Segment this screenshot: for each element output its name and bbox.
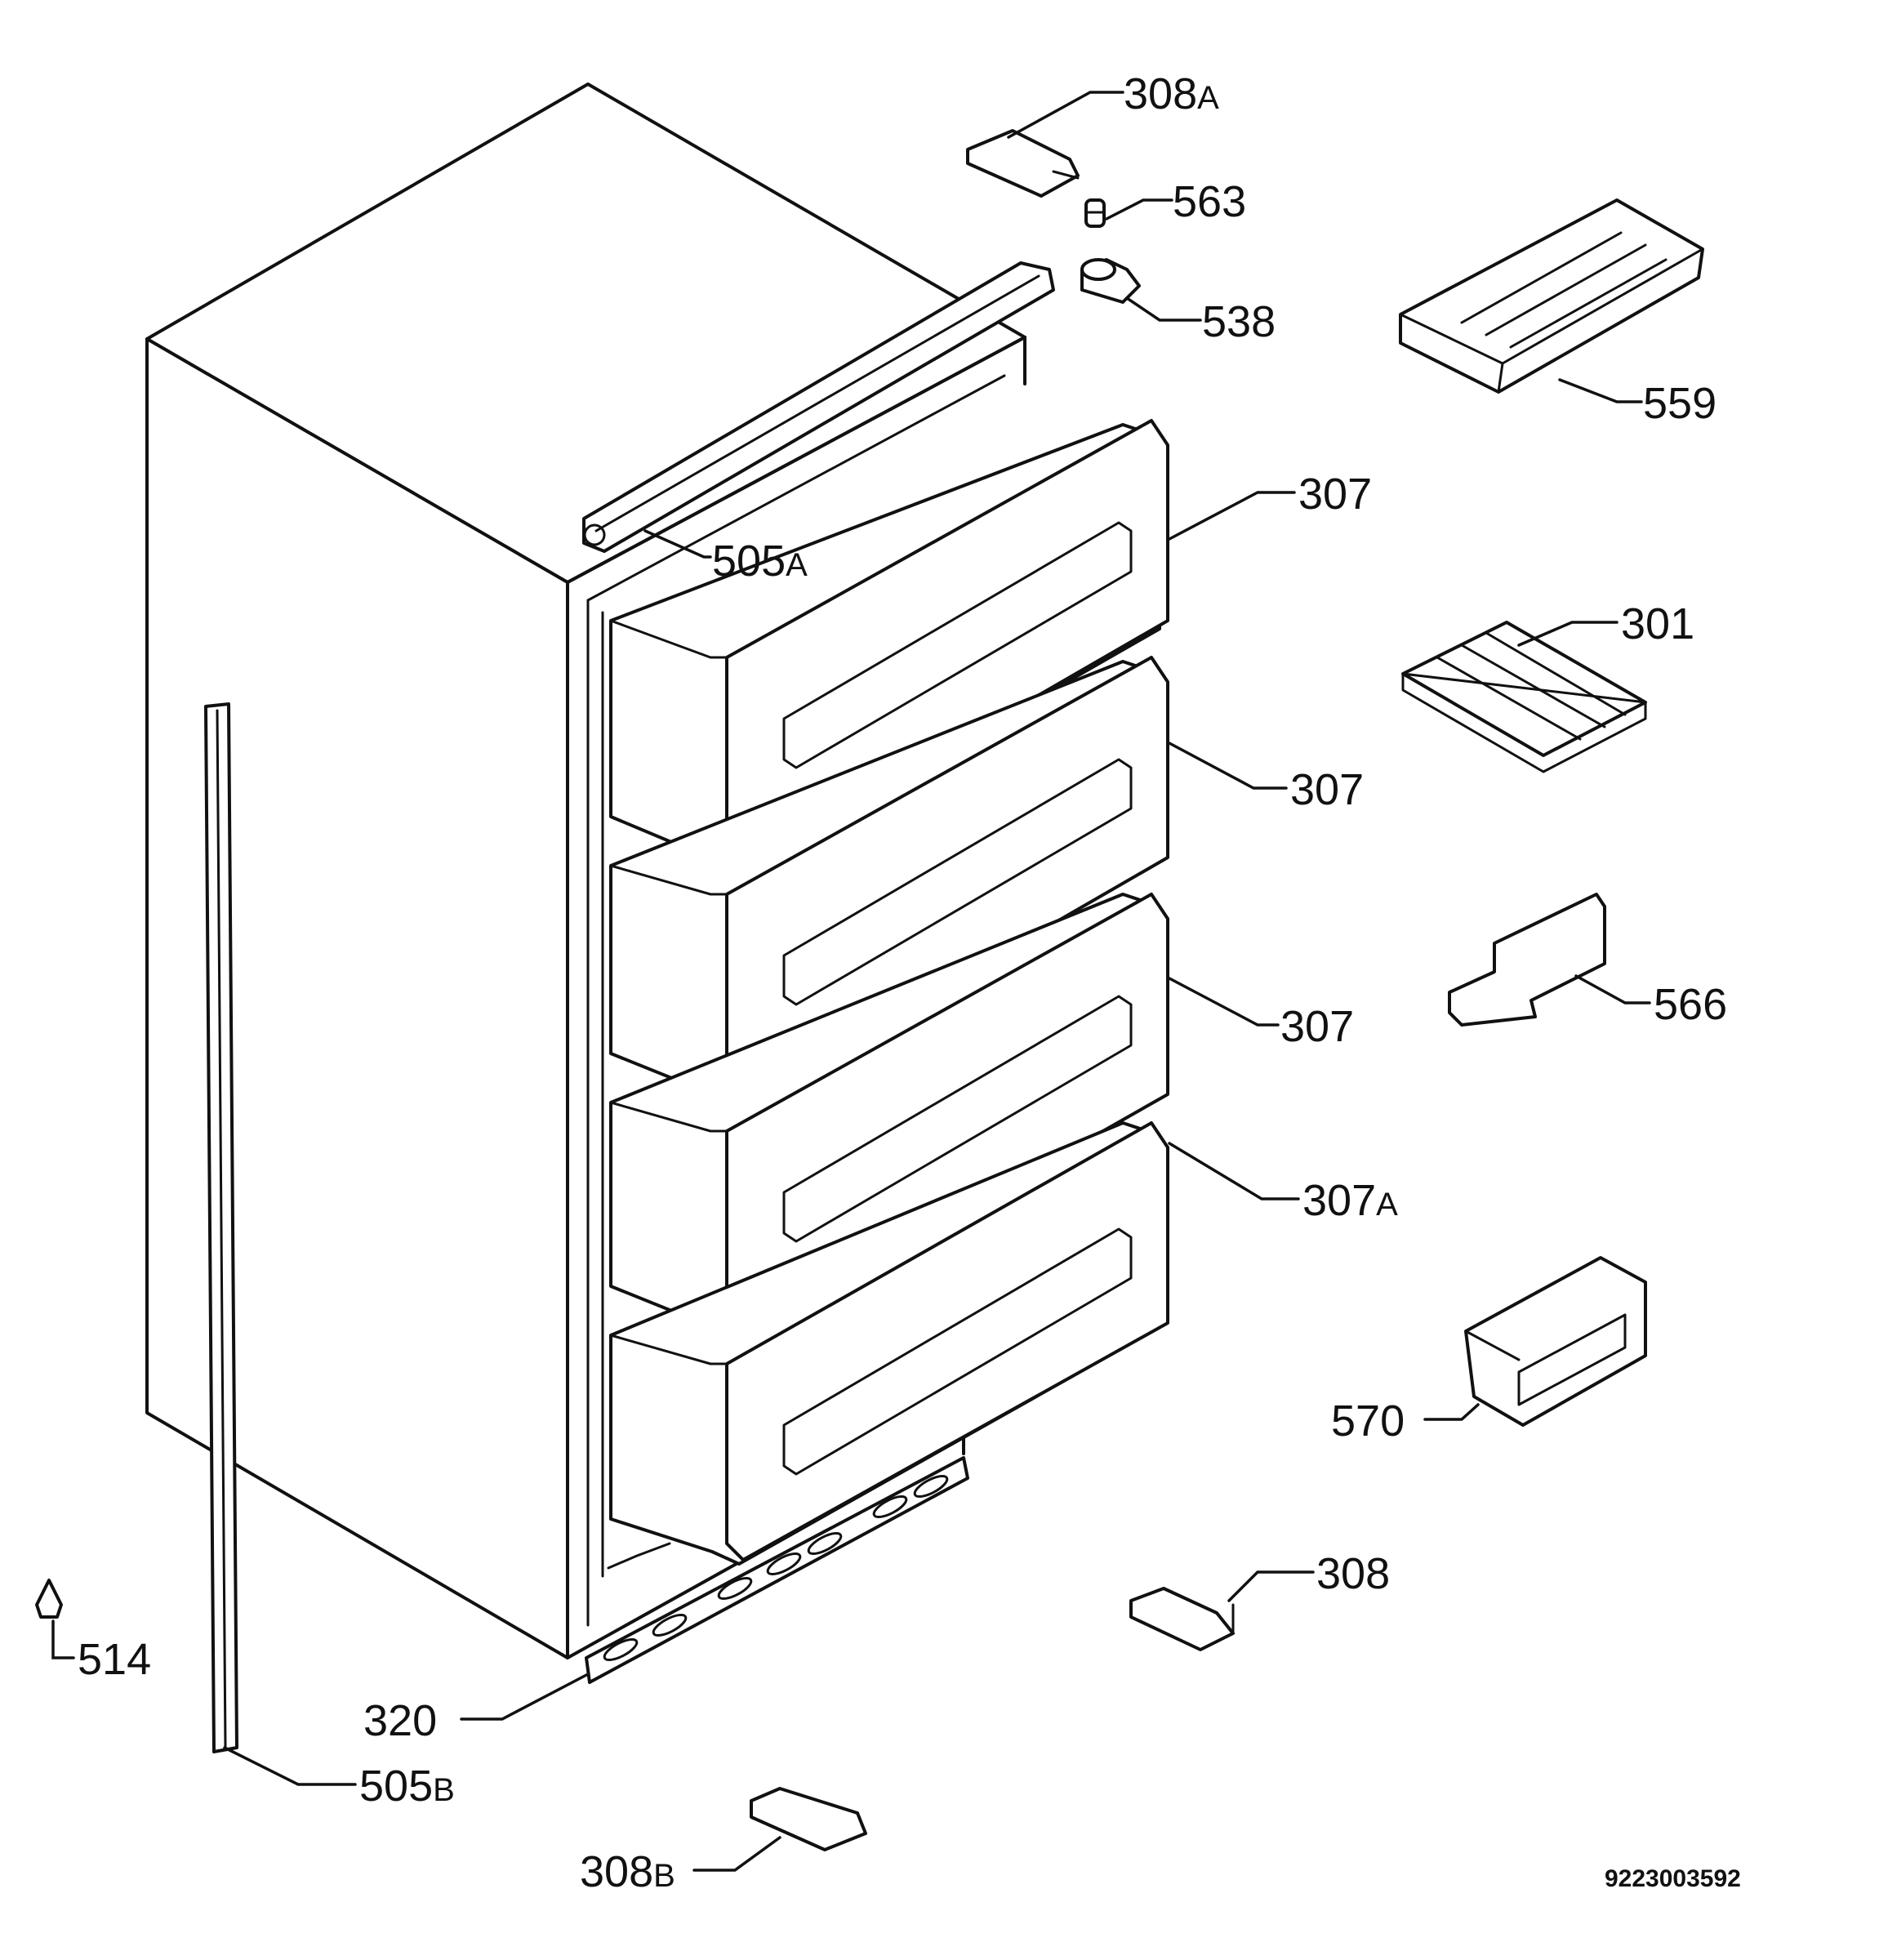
drawer-2 [609,656,1169,1108]
callout-307a: 307A [1302,1176,1398,1225]
freezer-cabinet [145,82,1026,1659]
callout-538: 538 [1202,297,1276,346]
hinge-cover-538 [1080,258,1141,304]
callout-308b: 308B [580,1847,675,1896]
hinge-308b [750,1787,867,1851]
callout-563: 563 [1173,177,1246,226]
top-gasket-505a [582,261,1055,553]
callout-570: 570 [1331,1396,1405,1446]
hinge-308 [1129,1587,1235,1651]
callout-301: 301 [1621,599,1694,648]
side-gasket-505b [204,702,238,1753]
callout-514: 514 [78,1635,151,1684]
callout-308a: 308A [1124,69,1219,118]
drawer-4 [609,1121,1169,1566]
leader-lines [51,91,1651,1872]
callout-559: 559 [1643,379,1716,428]
drawer-flap-570 [1464,1256,1647,1427]
callout-307-2: 307 [1290,765,1364,814]
ice-cube-tray-lid-559 [1399,198,1704,394]
hinge-308a [966,129,1080,198]
pin-563 [1084,198,1106,228]
callout-505a: 505A [712,537,808,586]
foot-514 [35,1579,63,1619]
callout-308: 308 [1316,1549,1390,1598]
callout-labels: 308A 563 538 559 307 505A 301 307 566 30… [78,69,1727,1896]
callout-320: 320 [363,1696,437,1745]
ice-cube-tray-301 [1401,621,1647,773]
callout-307-1: 307 [1298,470,1372,519]
scraper-566 [1448,893,1606,1027]
callout-505b: 505B [359,1762,455,1811]
callout-307-3: 307 [1280,1002,1354,1051]
drawing-code: 9223003592 [1605,1865,1741,1892]
callout-566: 566 [1654,980,1727,1029]
